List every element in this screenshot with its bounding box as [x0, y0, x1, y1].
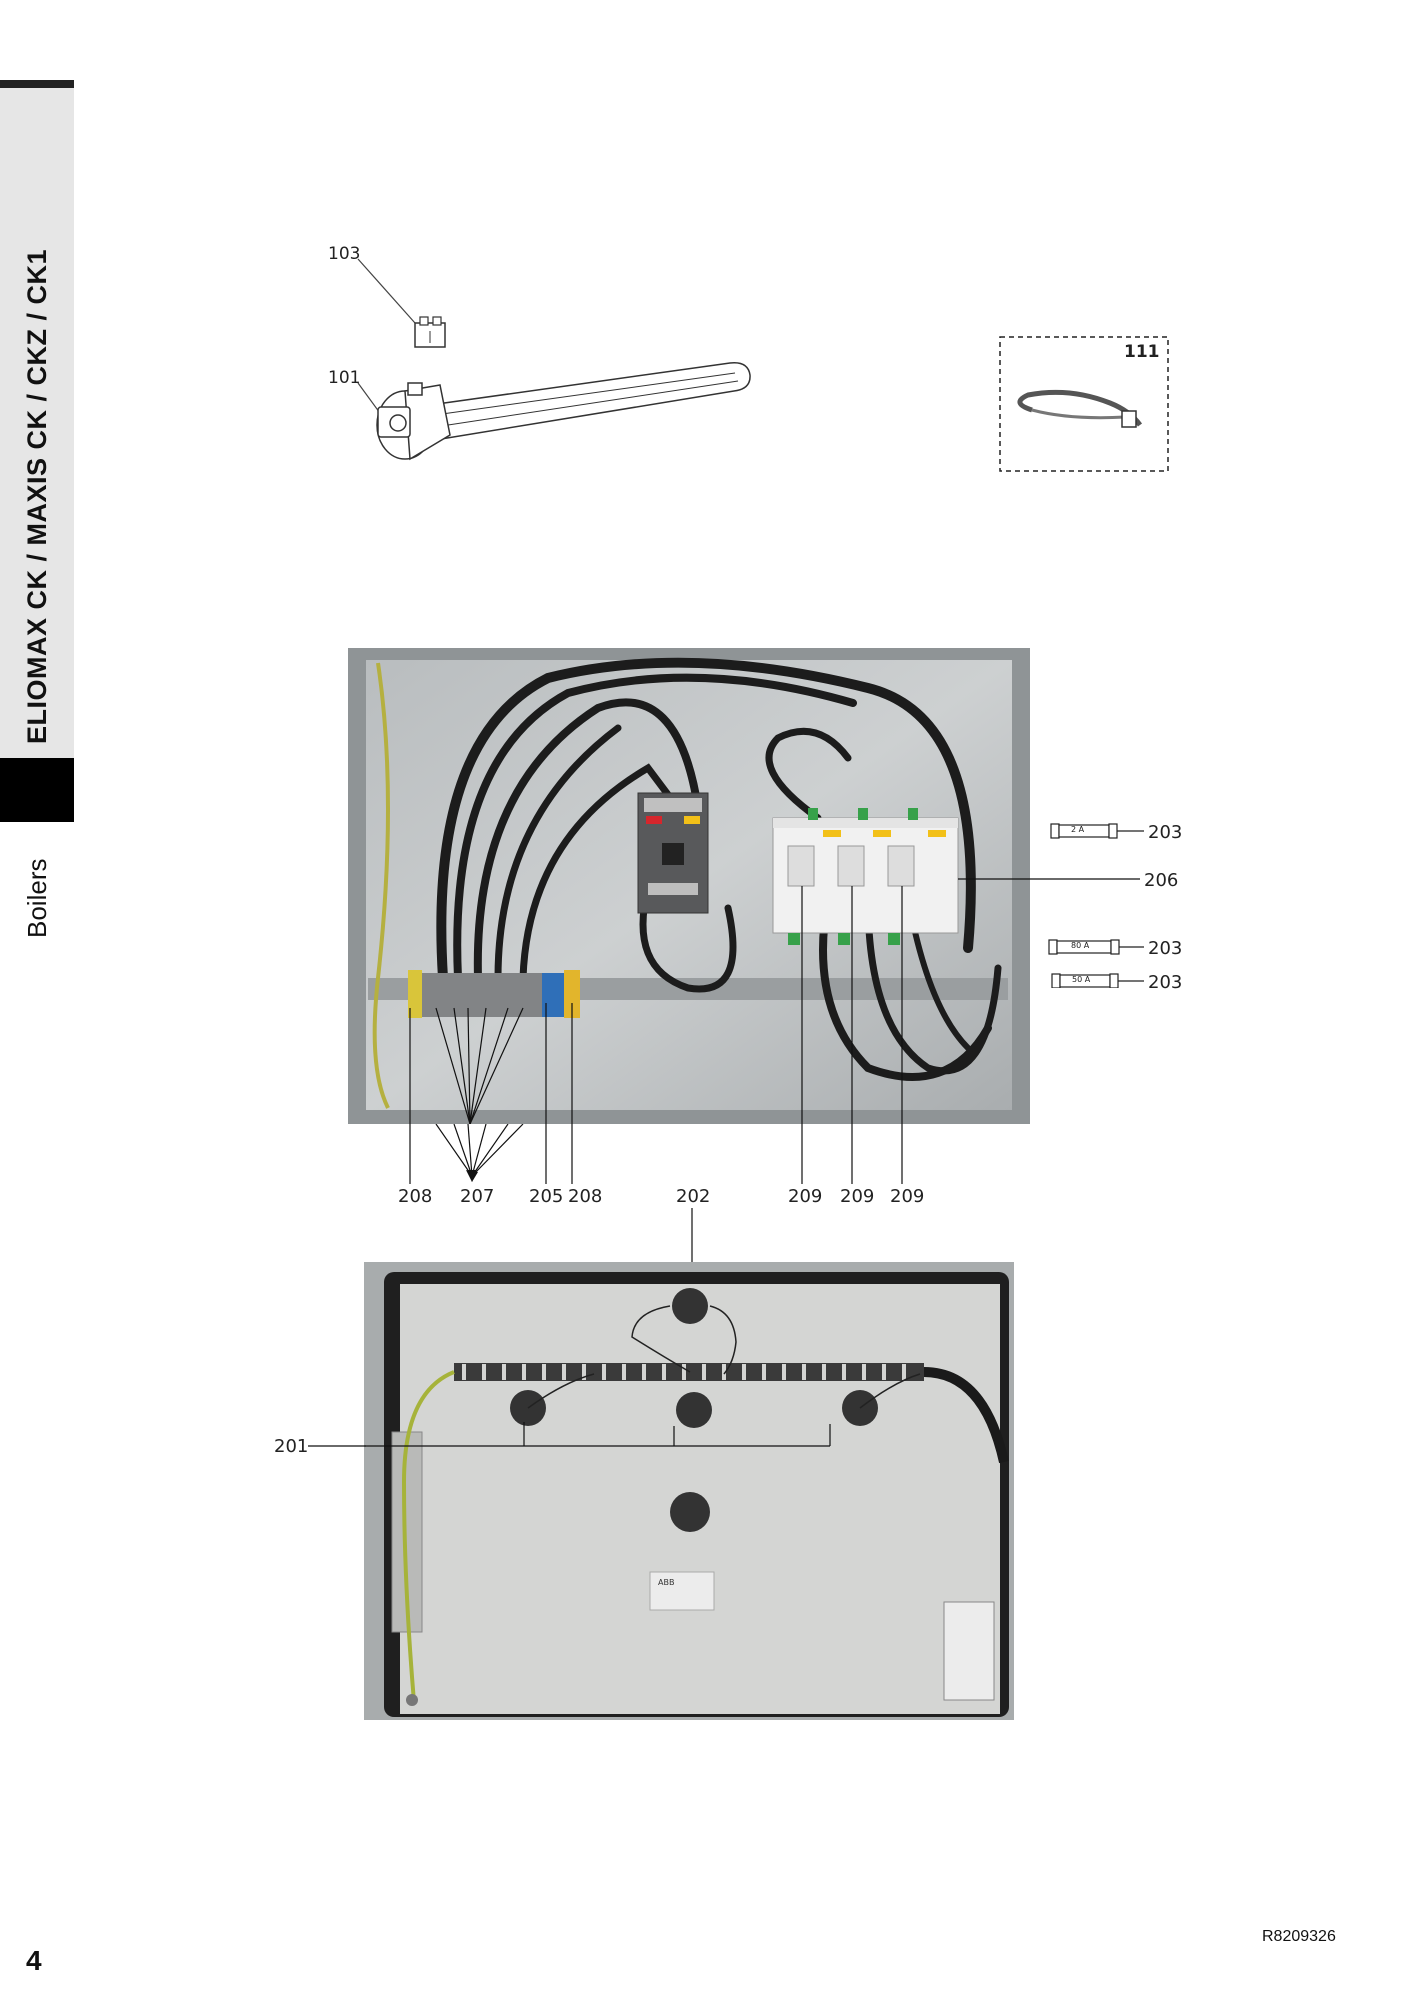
fuse-rating-50a: 50 A: [1072, 975, 1091, 984]
label-208-right: 208: [568, 1186, 603, 1207]
label-heater: 101: [328, 368, 361, 388]
cabinet-interior-photo: [348, 648, 1030, 1124]
sidebar-marker: [0, 758, 74, 822]
cabinet-leader-lines: [409, 1124, 903, 1184]
label-205: 205: [529, 1186, 564, 1207]
cabinet-lid-photo: ABB: [364, 1262, 1014, 1720]
sensor-part: [414, 316, 446, 348]
label-sensor: 103: [328, 244, 361, 264]
label-indicator-lights: 201: [274, 1436, 309, 1457]
sidebar-rule: [0, 80, 74, 88]
cable-part-box: [999, 336, 1169, 472]
label-201-leader: [308, 1445, 366, 1447]
label-fuse-80a: 203: [1148, 938, 1183, 959]
label-209-1: 209: [788, 1186, 823, 1207]
label-209-3: 209: [890, 1186, 925, 1207]
fuse-rating-80a: 80 A: [1071, 941, 1090, 950]
series-title: ELIOMAX CK / MAXIS CK / CKZ / CK1: [22, 248, 52, 744]
fuse-holders: [772, 808, 959, 945]
label-207: 207: [460, 1186, 495, 1207]
fuse-icons: [1048, 823, 1144, 988]
label-202: 202: [676, 1186, 711, 1207]
page-number: 4: [26, 1945, 42, 1976]
label-206-leader: [1030, 878, 1140, 880]
category-title: Boilers: [22, 858, 52, 938]
label-cable: 111: [1124, 342, 1160, 362]
document-reference: R8209326: [1262, 1928, 1336, 1945]
fuse-rating-2a: 2 A: [1071, 825, 1085, 834]
sidebar-band: [0, 88, 74, 758]
terminal-blocks: [408, 970, 580, 1018]
label-fuse-50a: 203: [1148, 972, 1183, 993]
heater-element-part: [376, 362, 751, 461]
label-fuse-holder: 206: [1144, 870, 1179, 891]
label-fuse-2a: 203: [1148, 822, 1183, 843]
motor-protector: [637, 792, 709, 914]
heater-parts-diagram: [357, 258, 1169, 472]
label-208-left: 208: [398, 1186, 433, 1207]
lid-nameplate-brand: ABB: [658, 1578, 674, 1587]
label-209-2: 209: [840, 1186, 875, 1207]
